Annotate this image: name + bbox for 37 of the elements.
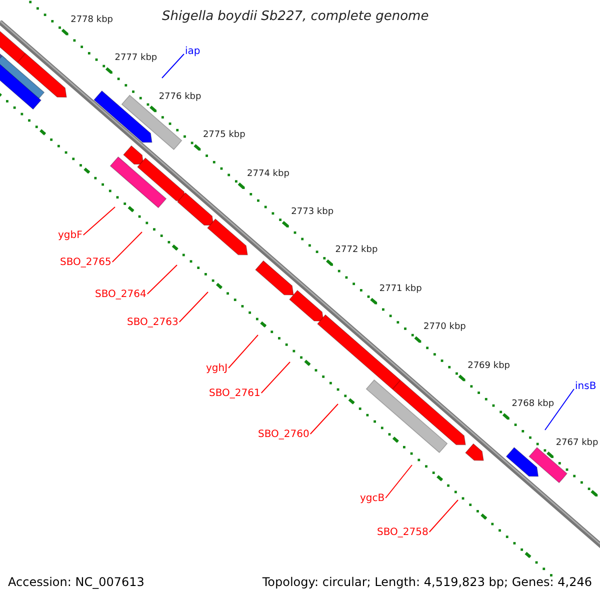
scale-label: 2773 kbp bbox=[291, 208, 334, 218]
leader-line bbox=[228, 334, 258, 368]
scale-label: 2774 kbp bbox=[247, 170, 290, 179]
footer-text: Accession: NC_007613 bbox=[8, 576, 144, 588]
scale-label: 2770 kbp bbox=[423, 323, 466, 332]
scale-label: 2769 kbp bbox=[468, 362, 510, 371]
scale-label: 2767 kbp bbox=[556, 438, 598, 448]
scale-label: 2775 kbp bbox=[202, 131, 246, 140]
scale-label: 2768 kbp bbox=[512, 400, 554, 410]
scale-label: 2772 kbp bbox=[335, 246, 378, 256]
scale-label: 2778 kbp bbox=[70, 16, 114, 25]
scale-label: 2771 kbp bbox=[379, 284, 422, 294]
gene-label: SBO_2758 bbox=[377, 528, 428, 538]
gene-label: ygcB bbox=[360, 494, 385, 504]
gene-label: SBO_2761 bbox=[209, 389, 260, 399]
leader-line bbox=[178, 292, 208, 322]
scale-label: 2777 kbp bbox=[114, 54, 158, 64]
leader-line bbox=[146, 264, 178, 294]
leader-line bbox=[162, 54, 184, 78]
scale-label: 2776 kbp bbox=[158, 92, 202, 102]
leader-line bbox=[82, 206, 116, 236]
title: Shigella boydii Sb227, complete genome bbox=[162, 10, 429, 23]
gene-label: yghJ bbox=[206, 364, 228, 374]
gene-label: SBO_2763 bbox=[127, 318, 178, 328]
leader-line bbox=[385, 464, 412, 498]
leader-line bbox=[428, 500, 458, 532]
leader-line bbox=[310, 404, 338, 434]
footer-text: Topology: circular; Length: 4,519,823 bp; Genes: 4,246 bbox=[262, 576, 592, 588]
gene-label: iap bbox=[185, 47, 200, 57]
leader-line bbox=[112, 232, 142, 262]
gene-label: insB bbox=[575, 382, 596, 392]
gene-label: ygbF bbox=[58, 231, 82, 241]
gene-label: SBO_2764 bbox=[95, 290, 146, 300]
gene-label: SBO_2765 bbox=[60, 258, 112, 268]
leader-line bbox=[544, 388, 574, 430]
gene-label: SBO_2760 bbox=[258, 430, 310, 440]
leader-line bbox=[260, 362, 290, 394]
